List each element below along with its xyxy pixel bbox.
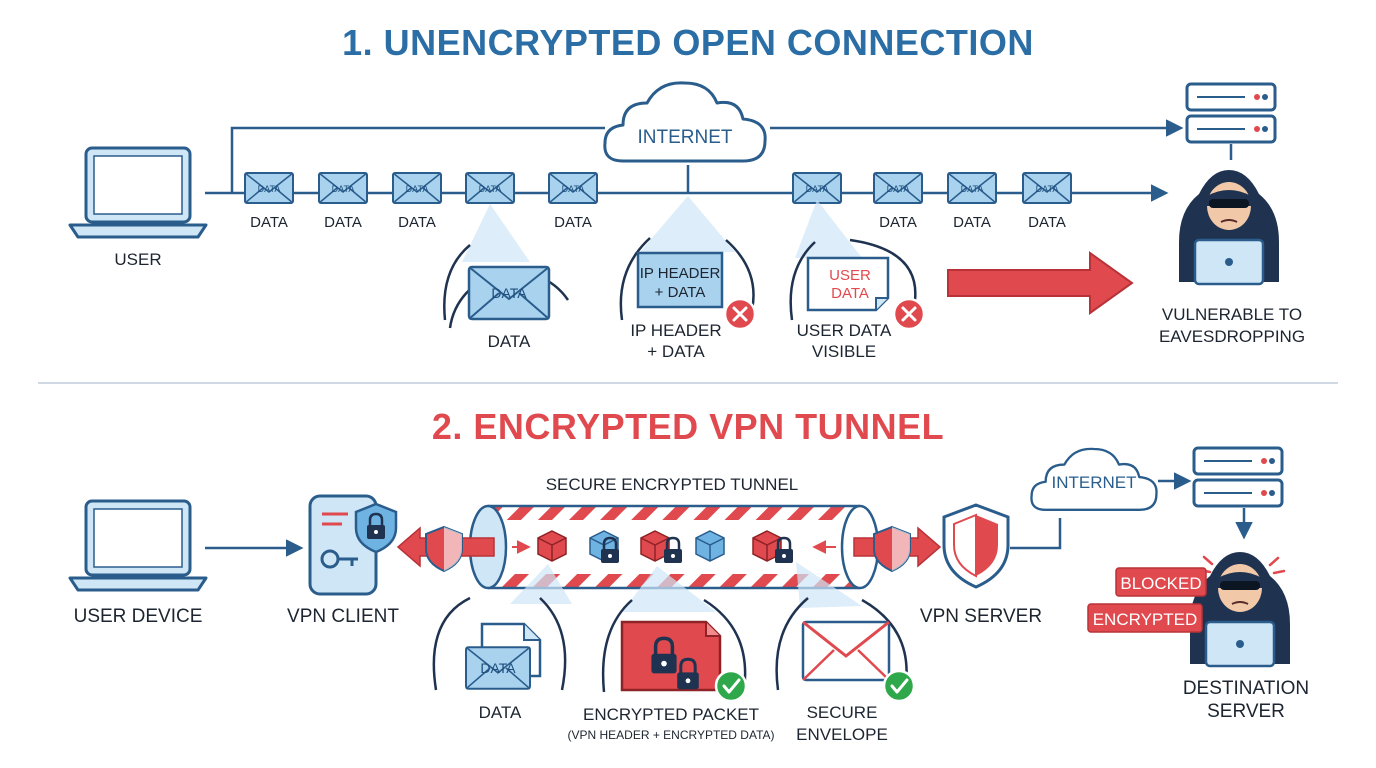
device-label: USER DEVICE <box>74 606 203 627</box>
cloud-icon <box>603 81 767 163</box>
destination-line1: DESTINATION <box>1183 678 1309 699</box>
packet: DATA DATA <box>873 172 923 231</box>
shield-icon <box>942 503 1010 589</box>
destination-line2: SERVER <box>1207 701 1285 722</box>
server-icon <box>1192 446 1284 508</box>
packet-inner-label: DATA <box>479 184 502 194</box>
packet: DATA <box>465 172 515 204</box>
shield-icon <box>873 526 911 572</box>
cube-icon <box>537 530 567 562</box>
envelope-icon <box>801 620 891 682</box>
packet-inner-label: DATA <box>806 184 829 194</box>
shield-icon <box>425 526 463 572</box>
x-mark-icon <box>892 297 926 331</box>
zoom-envelope-label: DATA <box>491 285 527 301</box>
callout-packet-line2: (VPN HEADER + ENCRYPTED DATA) <box>567 728 774 742</box>
blocked-badge: BLOCKED <box>1115 567 1207 597</box>
zoom-callout-user-data: USER DATA USER DATA VISIBLE <box>789 200 926 361</box>
zoom-user-line2: DATA <box>831 285 869 302</box>
section1: USER INTERNET DATA DATA DATA DATA DATA D… <box>68 81 1305 361</box>
packet: DATA DATA <box>318 172 368 231</box>
attacker-line1: VULNERABLE TO <box>1162 305 1302 324</box>
packet: DATA DATA <box>548 172 598 231</box>
packet-inner-label: DATA <box>562 184 585 194</box>
x-mark-icon <box>723 297 757 331</box>
zoom-callout-secure-envelope: SECURE ENVELOPE <box>775 562 916 744</box>
encrypted-badge: ENCRYPTED <box>1087 603 1203 633</box>
callout-packet-line1: ENCRYPTED PACKET <box>583 705 759 724</box>
client-label: VPN CLIENT <box>287 606 399 627</box>
packet-inner-label: DATA <box>332 184 355 194</box>
server-label: VPN SERVER <box>920 606 1042 627</box>
server-icon <box>1185 82 1277 144</box>
cube-icon <box>695 530 725 562</box>
zoom-callout-data: DATA DATA <box>443 204 570 351</box>
packet: DATA DATA <box>244 172 294 231</box>
packet: DATA DATA <box>392 172 442 231</box>
zoom-ip-line1: IP HEADER <box>640 265 721 282</box>
callout-ip-line2: + DATA <box>647 342 705 361</box>
key-icon <box>320 549 358 569</box>
packet-inner-label: DATA <box>406 184 429 194</box>
packet-inner-label: DATA <box>961 184 984 194</box>
packet-label: DATA <box>324 214 362 231</box>
user-label: USER <box>114 250 161 269</box>
packet-inner-label: DATA <box>258 184 281 194</box>
zoom2-envelope-label: DATA <box>480 660 516 676</box>
callout-user-line2: VISIBLE <box>812 342 876 361</box>
hacker-icon <box>1177 168 1281 286</box>
zoom-callout-ip-header: IP HEADER + DATA IP HEADER + DATA <box>619 196 757 361</box>
section1-title: 1. UNENCRYPTED OPEN CONNECTION <box>342 22 1034 63</box>
shield-icon <box>354 502 398 554</box>
callout-user-line1: USER DATA <box>797 321 892 340</box>
packet: DATA DATA <box>1022 172 1072 231</box>
packet-label: DATA <box>398 214 436 231</box>
callout-ip-line1: IP HEADER <box>630 321 721 340</box>
zoom-callout-encrypted-packet: ENCRYPTED PACKET (VPN HEADER + ENCRYPTED… <box>567 566 775 742</box>
encrypted-text: ENCRYPTED <box>1093 610 1198 629</box>
blocked-text: BLOCKED <box>1120 574 1201 593</box>
zoom-user-line1: USER <box>829 267 871 284</box>
callout-data-label: DATA <box>488 332 531 351</box>
packet: DATA <box>792 172 842 204</box>
laptop-icon <box>68 146 208 239</box>
route-line-top <box>230 126 605 193</box>
packet-inner-label: DATA <box>1036 184 1059 194</box>
packet-label: DATA <box>1028 214 1066 231</box>
laptop-icon <box>68 499 208 592</box>
internet2-label: INTERNET <box>1052 473 1137 492</box>
zoom-callout-data: DATA DATA <box>432 564 572 722</box>
packet-label: DATA <box>250 214 288 231</box>
callout-envelope-line1: SECURE <box>807 703 878 722</box>
zoom-ip-line2: + DATA <box>655 284 706 301</box>
callout-envelope-line2: ENVELOPE <box>796 725 888 744</box>
callout2-data-label: DATA <box>479 703 522 722</box>
packet-label: DATA <box>879 214 917 231</box>
tunnel-label: SECURE ENCRYPTED TUNNEL <box>546 475 799 494</box>
internet-label: INTERNET <box>638 127 733 148</box>
check-mark-icon <box>882 669 916 703</box>
section2-title: 2. ENCRYPTED VPN TUNNEL <box>431 406 945 447</box>
packet-inner-label: DATA <box>887 184 910 194</box>
check-mark-icon <box>714 669 748 703</box>
packet-label: DATA <box>953 214 991 231</box>
arrow-icon <box>947 251 1134 315</box>
packet-label: DATA <box>554 214 592 231</box>
attacker-line2: EAVESDROPPING <box>1159 327 1305 346</box>
section2: USER DEVICE VPN CLIENT SECURE ENCRYPTED … <box>68 446 1309 744</box>
packet: DATA DATA <box>947 172 997 231</box>
